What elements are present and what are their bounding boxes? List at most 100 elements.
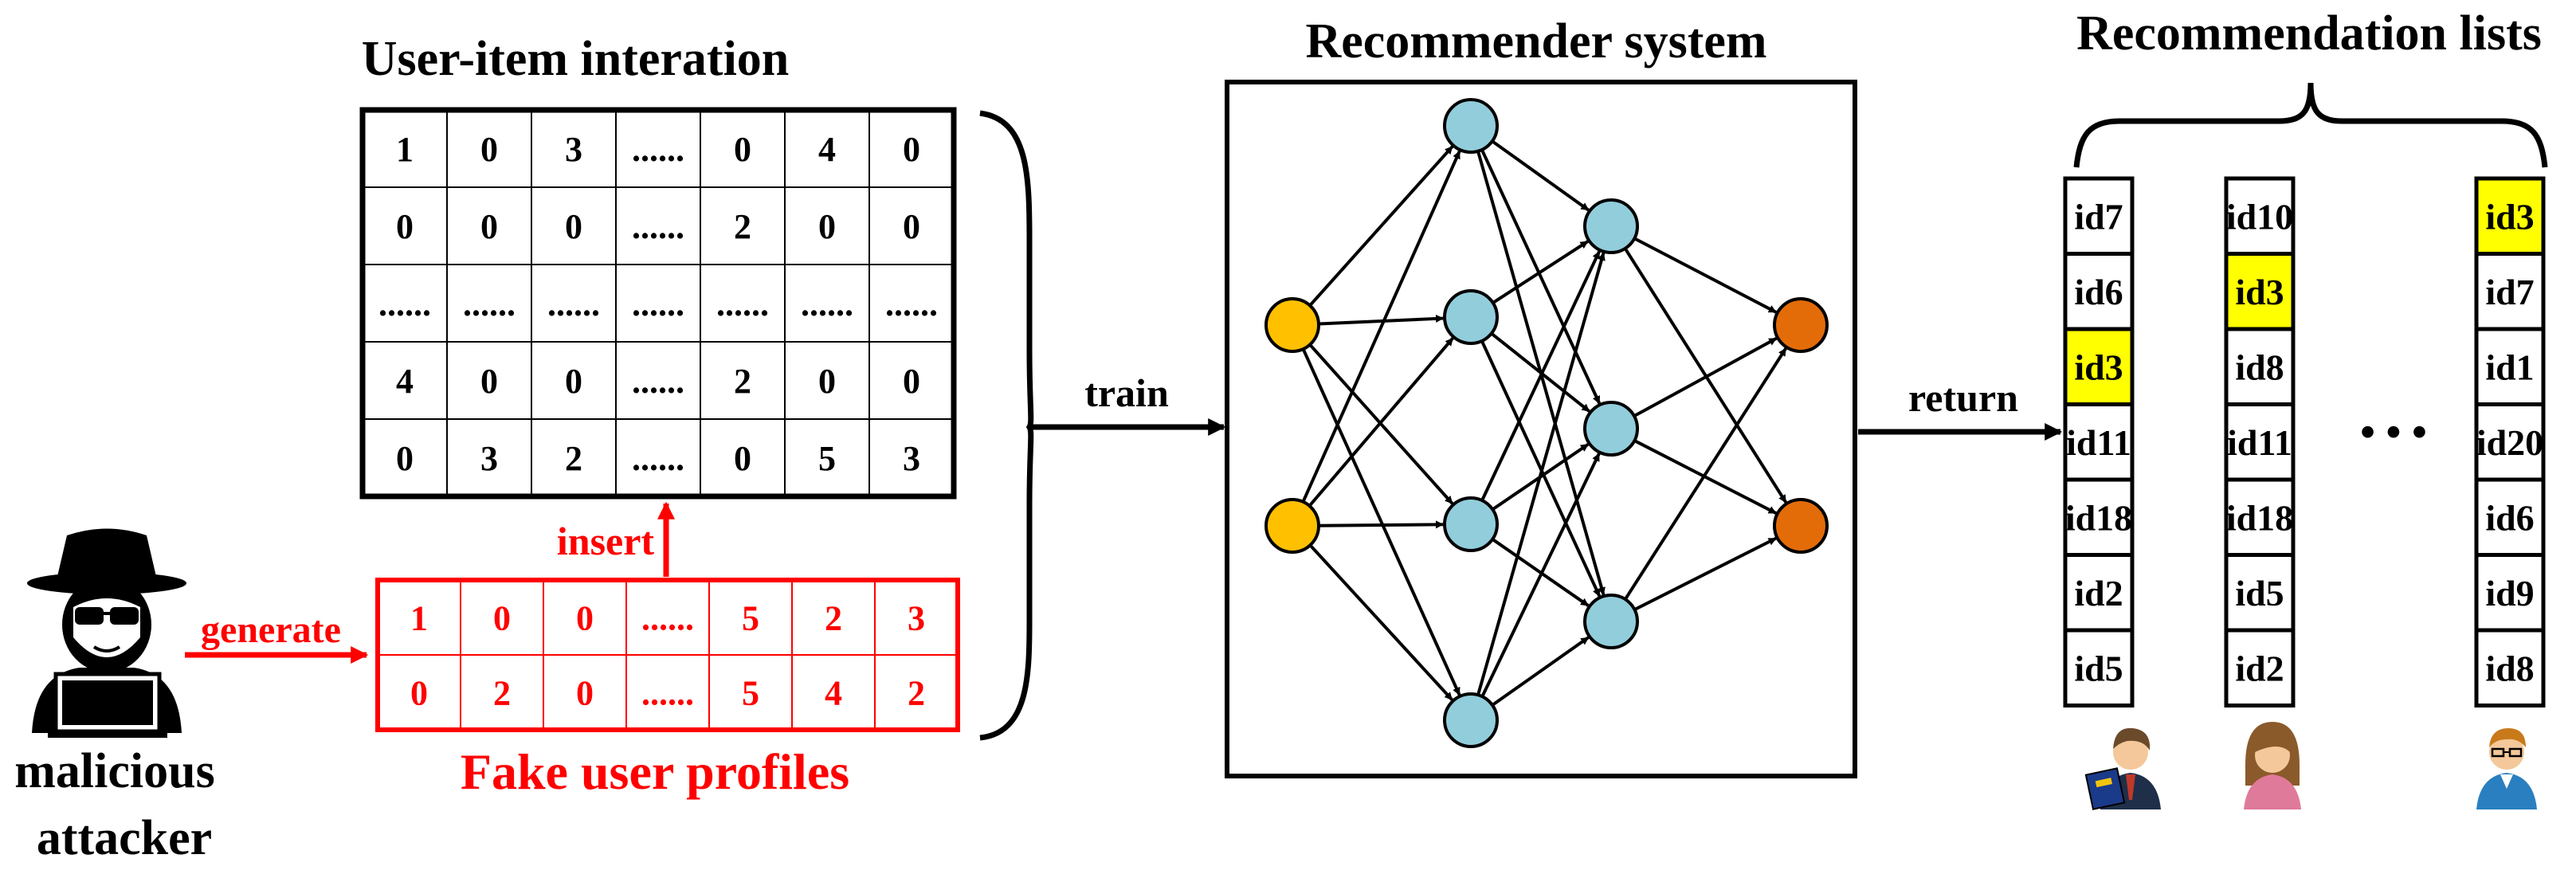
matrix-cell: 0 — [480, 362, 498, 401]
highlighted-item-cell — [2474, 176, 2546, 256]
matrix-cell: 0 — [903, 207, 920, 246]
fake-profile-cell: ...... — [641, 673, 694, 712]
list-item: id11 — [2066, 422, 2131, 463]
list-item-cell — [2063, 402, 2135, 482]
businessman-icon — [2084, 727, 2161, 810]
list-item: id3 — [2485, 196, 2534, 237]
list-item-cell — [2474, 402, 2546, 482]
matrix-cell: 0 — [565, 362, 582, 401]
matrix-cell: 0 — [565, 207, 582, 246]
matrix-cell: ...... — [547, 284, 600, 323]
list-item: id18 — [2226, 497, 2293, 538]
insert-label: insert — [557, 519, 655, 563]
network-edge — [1480, 453, 1601, 698]
fake-profile-cell: 2 — [908, 673, 925, 712]
matrix-cell: ...... — [378, 284, 431, 323]
matrix-cell: 0 — [480, 130, 498, 169]
list-item-cell — [2474, 553, 2546, 633]
network-edge — [1624, 347, 1787, 601]
matrix-cell: 0 — [903, 362, 920, 401]
matrix-cell: ...... — [632, 439, 684, 478]
matrix-cell: 0 — [396, 207, 414, 246]
network-edge — [1492, 240, 1589, 304]
list-item-cell — [2063, 553, 2135, 633]
list-item: id6 — [2485, 497, 2534, 538]
matrix-cell: ...... — [632, 362, 684, 401]
network-edge — [1301, 348, 1461, 696]
network-edge — [1491, 139, 1590, 212]
list-item: id7 — [2485, 272, 2534, 312]
insert-arrow: insert — [557, 501, 675, 577]
matrix-cell: ...... — [801, 284, 853, 323]
list-item: id8 — [2485, 648, 2534, 688]
output-node — [1773, 498, 1829, 554]
matrix-cell: 1 — [396, 130, 414, 169]
woman-icon — [2244, 722, 2301, 809]
lists-ellipsis: • • • — [2360, 408, 2427, 456]
output-node — [1773, 297, 1829, 353]
hacker-icon — [27, 528, 186, 738]
matrix-cell: ...... — [463, 284, 516, 323]
network-edge — [1490, 331, 1590, 413]
attacker-label-line2: attacker — [37, 811, 212, 865]
fake-profile-cell: ...... — [641, 598, 694, 637]
list-item: id3 — [2235, 272, 2284, 312]
list-item: id9 — [2485, 573, 2534, 613]
hidden-node — [1583, 594, 1639, 649]
matrix-cell: 2 — [565, 439, 582, 478]
man-glasses-icon — [2476, 728, 2537, 809]
network-edge — [1491, 636, 1590, 707]
matrix-cell: 3 — [565, 130, 582, 169]
list-item-cell — [2063, 628, 2135, 707]
highlighted-item-cell — [2063, 327, 2135, 406]
network-edge — [1301, 151, 1461, 503]
matrix-cell: 3 — [903, 439, 920, 478]
generate-label: generate — [201, 609, 341, 651]
list-item: id3 — [2074, 347, 2123, 387]
list-item: id5 — [2235, 573, 2284, 613]
hidden-node — [1443, 692, 1499, 748]
fake-profile-cell: 5 — [742, 598, 759, 637]
fake-profile-cell: 3 — [908, 598, 925, 637]
list-item: id1 — [2485, 347, 2534, 387]
fake-profile-cell: 0 — [576, 673, 594, 712]
matrix-cell: 0 — [818, 207, 836, 246]
data-brace — [979, 110, 1034, 741]
attacker-label-line1: malicious — [14, 744, 214, 798]
list-item-cell — [2063, 252, 2135, 331]
list-item: id10 — [2226, 196, 2293, 237]
fake-profile-cell: 0 — [576, 598, 594, 637]
matrix-cell: ...... — [632, 130, 684, 169]
fake-profile-cell: 0 — [493, 598, 511, 637]
return-arrow: return — [1858, 375, 2063, 441]
network-edge — [1633, 337, 1778, 417]
input-node — [1264, 498, 1320, 554]
hidden-node — [1443, 98, 1499, 154]
matrix-cell: ...... — [716, 284, 769, 323]
list-item-cell — [2224, 176, 2296, 256]
matrix-cell: ...... — [632, 207, 684, 246]
network-edge — [1308, 145, 1454, 307]
list-item: id2 — [2235, 648, 2284, 688]
matrix-cell: 0 — [734, 130, 751, 169]
network-edge — [1318, 314, 1445, 326]
matrix-cell: 0 — [480, 207, 498, 246]
list-item-cell — [2224, 402, 2296, 482]
network-edge — [1480, 340, 1602, 598]
train-label: train — [1084, 370, 1169, 415]
matrix-border — [359, 107, 957, 500]
fake-profile-cell: 2 — [825, 598, 842, 637]
generate-arrow: generate — [185, 609, 369, 664]
recommender-title: Recommender system — [1305, 14, 1766, 69]
network-edge — [1476, 252, 1606, 696]
list-item-cell — [2063, 176, 2135, 256]
hidden-node — [1583, 198, 1639, 254]
network-edge — [1633, 536, 1777, 611]
